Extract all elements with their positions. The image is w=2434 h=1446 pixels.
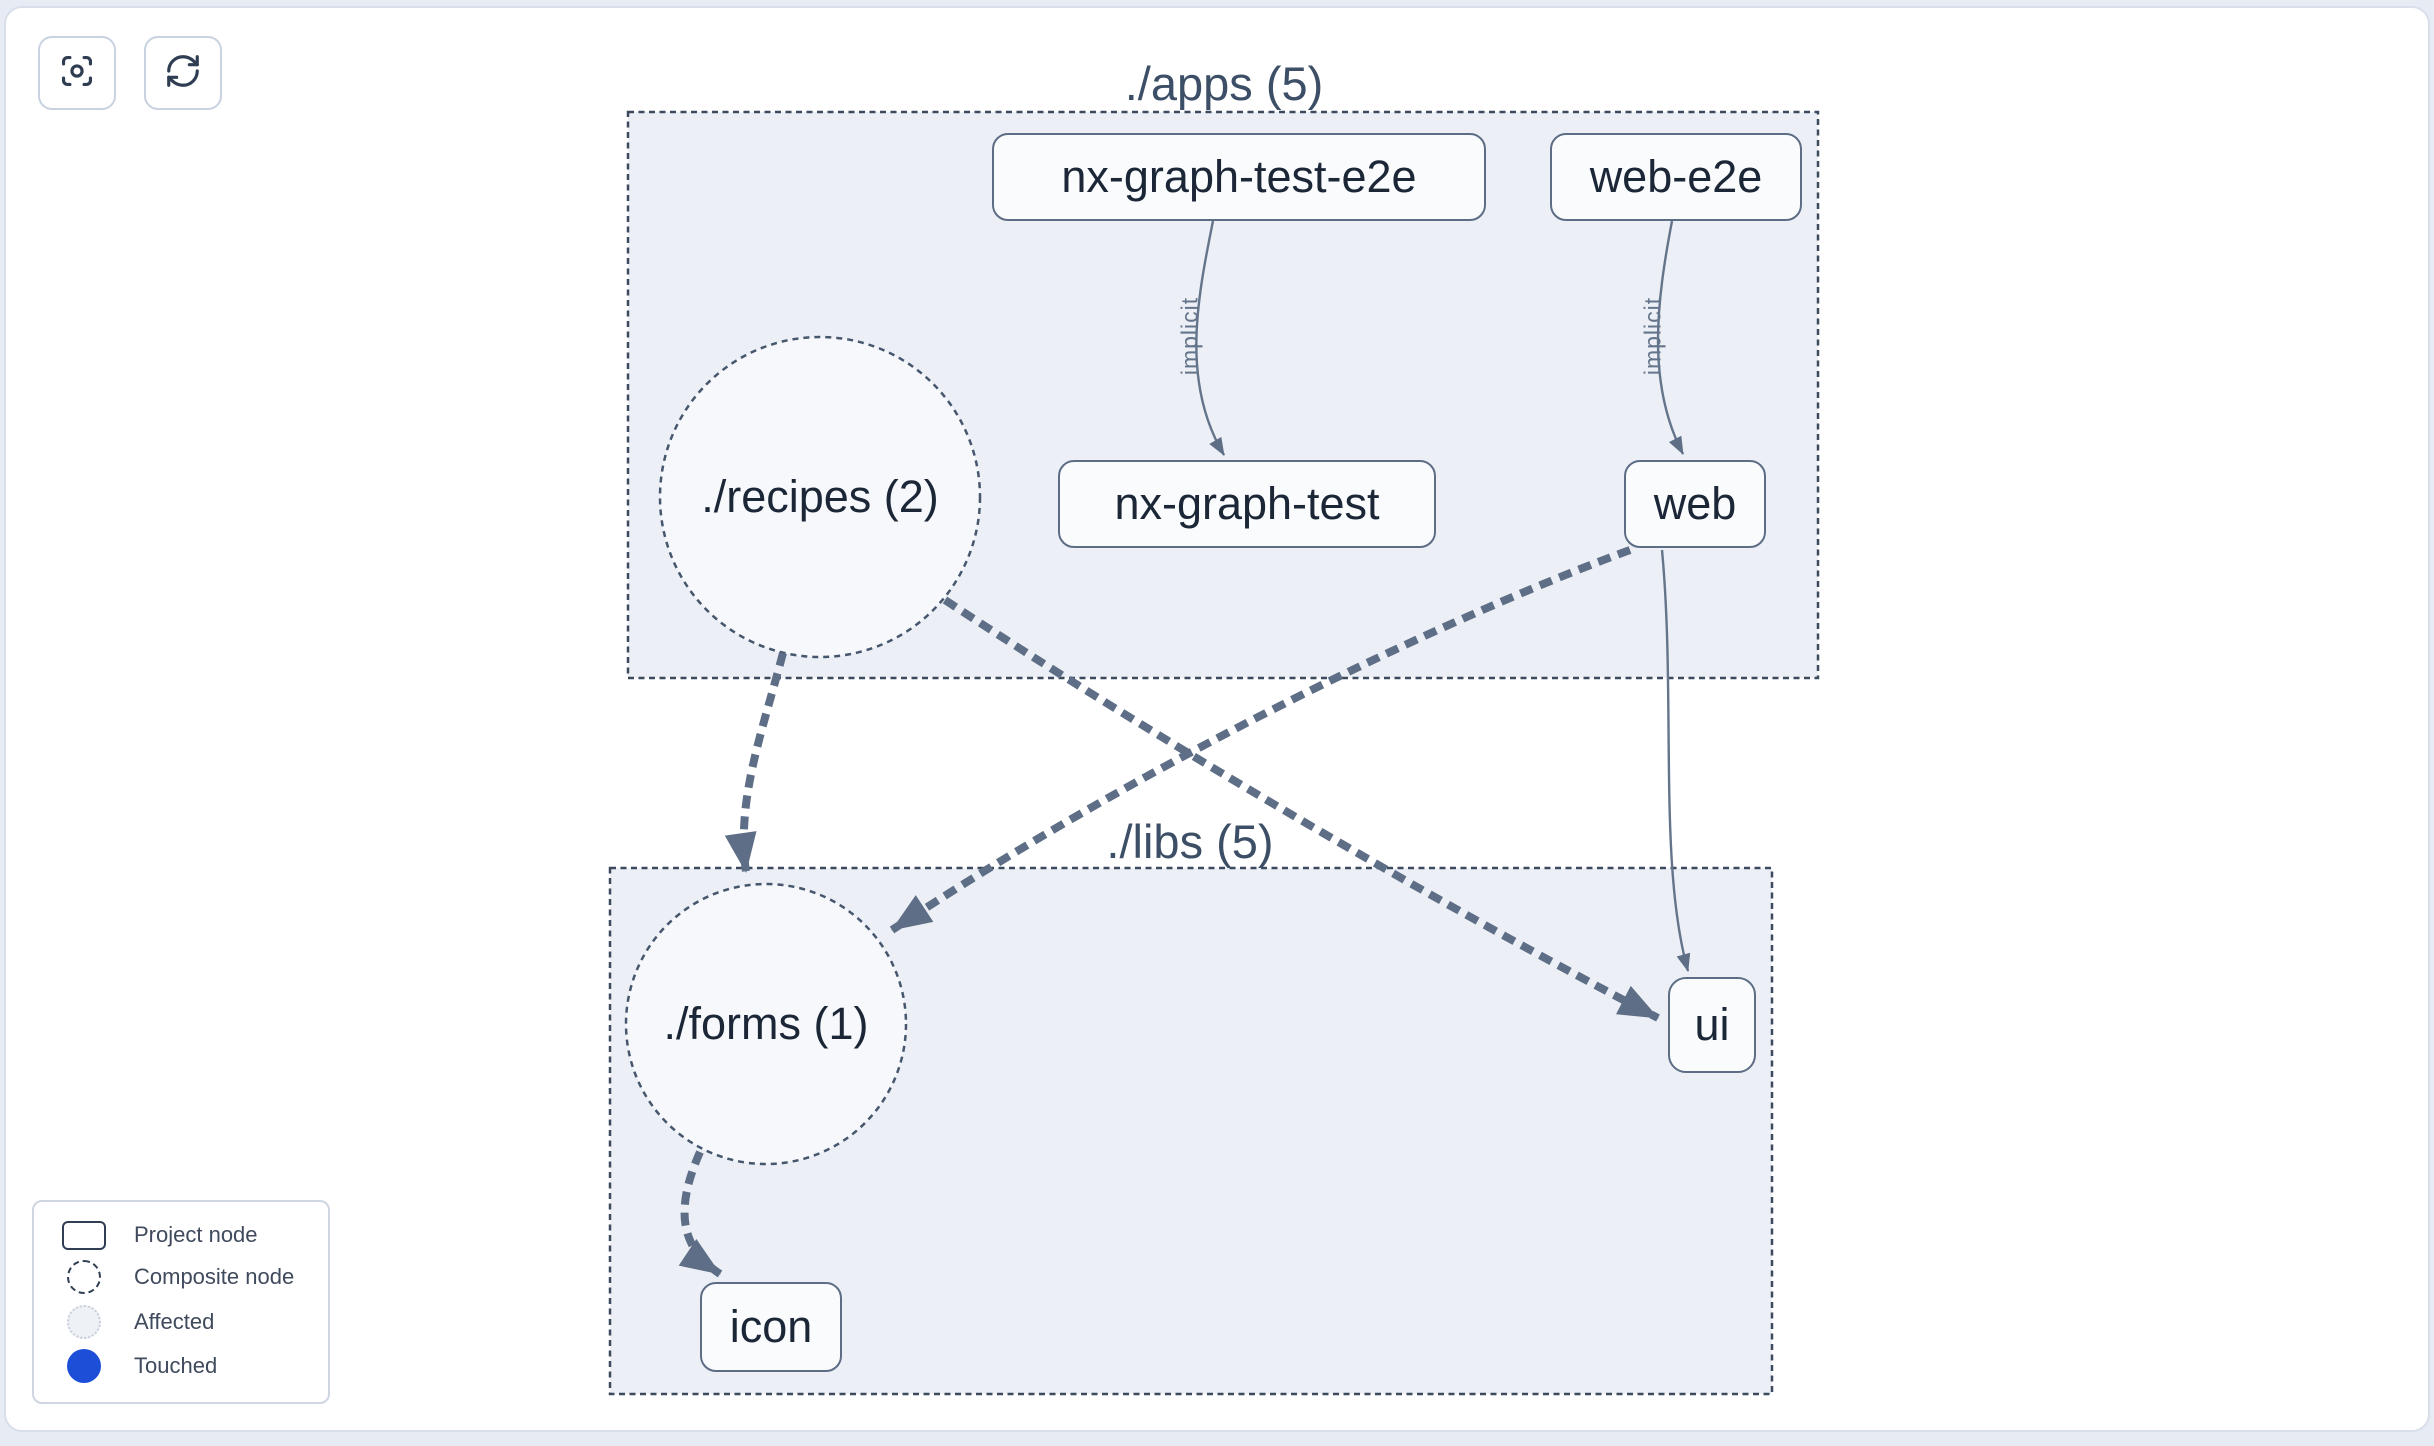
edge-web-to-ui[interactable]: [1660, 549, 1691, 972]
edge-web-to-forms[interactable]: [889, 546, 1632, 934]
edge-web-e2e-to-web[interactable]: [1656, 220, 1685, 455]
composite-node-forms-circle[interactable]: [624, 882, 908, 1166]
focus-icon: [58, 52, 96, 95]
project-node-web[interactable]: web: [1624, 460, 1766, 548]
composite-node-recipes-circle[interactable]: [658, 335, 982, 659]
legend-label: Composite node: [134, 1264, 295, 1290]
composite-node-recipes-label[interactable]: ./recipes (2): [701, 471, 939, 522]
composite-node-forms-label[interactable]: ./forms (1): [663, 998, 869, 1049]
edge-recipes-to-ui[interactable]: [942, 596, 1660, 1022]
project-node-icon[interactable]: icon: [700, 1282, 842, 1372]
legend-label: Project node: [134, 1222, 258, 1248]
affected-swatch-icon: [60, 1304, 108, 1339]
edge-label-implicit-1: implicit: [1176, 296, 1203, 376]
legend-label: Touched: [134, 1353, 218, 1379]
touched-swatch-icon: [60, 1349, 108, 1384]
project-node-web-e2e[interactable]: web-e2e: [1550, 133, 1802, 221]
focus-button[interactable]: [38, 36, 116, 110]
edge-recipes-to-forms[interactable]: [724, 651, 787, 873]
legend-item-affected: Affected: [34, 1304, 328, 1339]
project-node-swatch-icon: [60, 1220, 108, 1250]
libs-group-title: ./libs (5): [1106, 815, 1274, 868]
project-node-ui[interactable]: ui: [1668, 977, 1756, 1073]
legend-label: Affected: [134, 1308, 215, 1334]
edge-label-implicit-2: implicit: [1639, 296, 1666, 376]
legend-item-project-node: Project node: [34, 1220, 328, 1250]
refresh-icon: [164, 52, 202, 95]
project-node-nx-graph-test-e2e[interactable]: nx-graph-test-e2e: [992, 133, 1486, 221]
edge-nx-graph-test-e2e-to-nx-graph-test[interactable]: [1195, 220, 1226, 456]
legend-item-touched: Touched: [34, 1349, 328, 1384]
legend-item-composite-node: Composite node: [34, 1260, 328, 1295]
graph-legend: Project node Composite node Affected Tou…: [32, 1200, 330, 1404]
project-node-nx-graph-test[interactable]: nx-graph-test: [1058, 460, 1436, 548]
apps-group-title: ./apps (5): [1124, 57, 1324, 110]
composite-node-swatch-icon: [60, 1260, 108, 1295]
edge-forms-to-icon[interactable]: [678, 1150, 723, 1278]
refresh-button[interactable]: [144, 36, 222, 110]
graph-toolbar: [38, 36, 222, 110]
